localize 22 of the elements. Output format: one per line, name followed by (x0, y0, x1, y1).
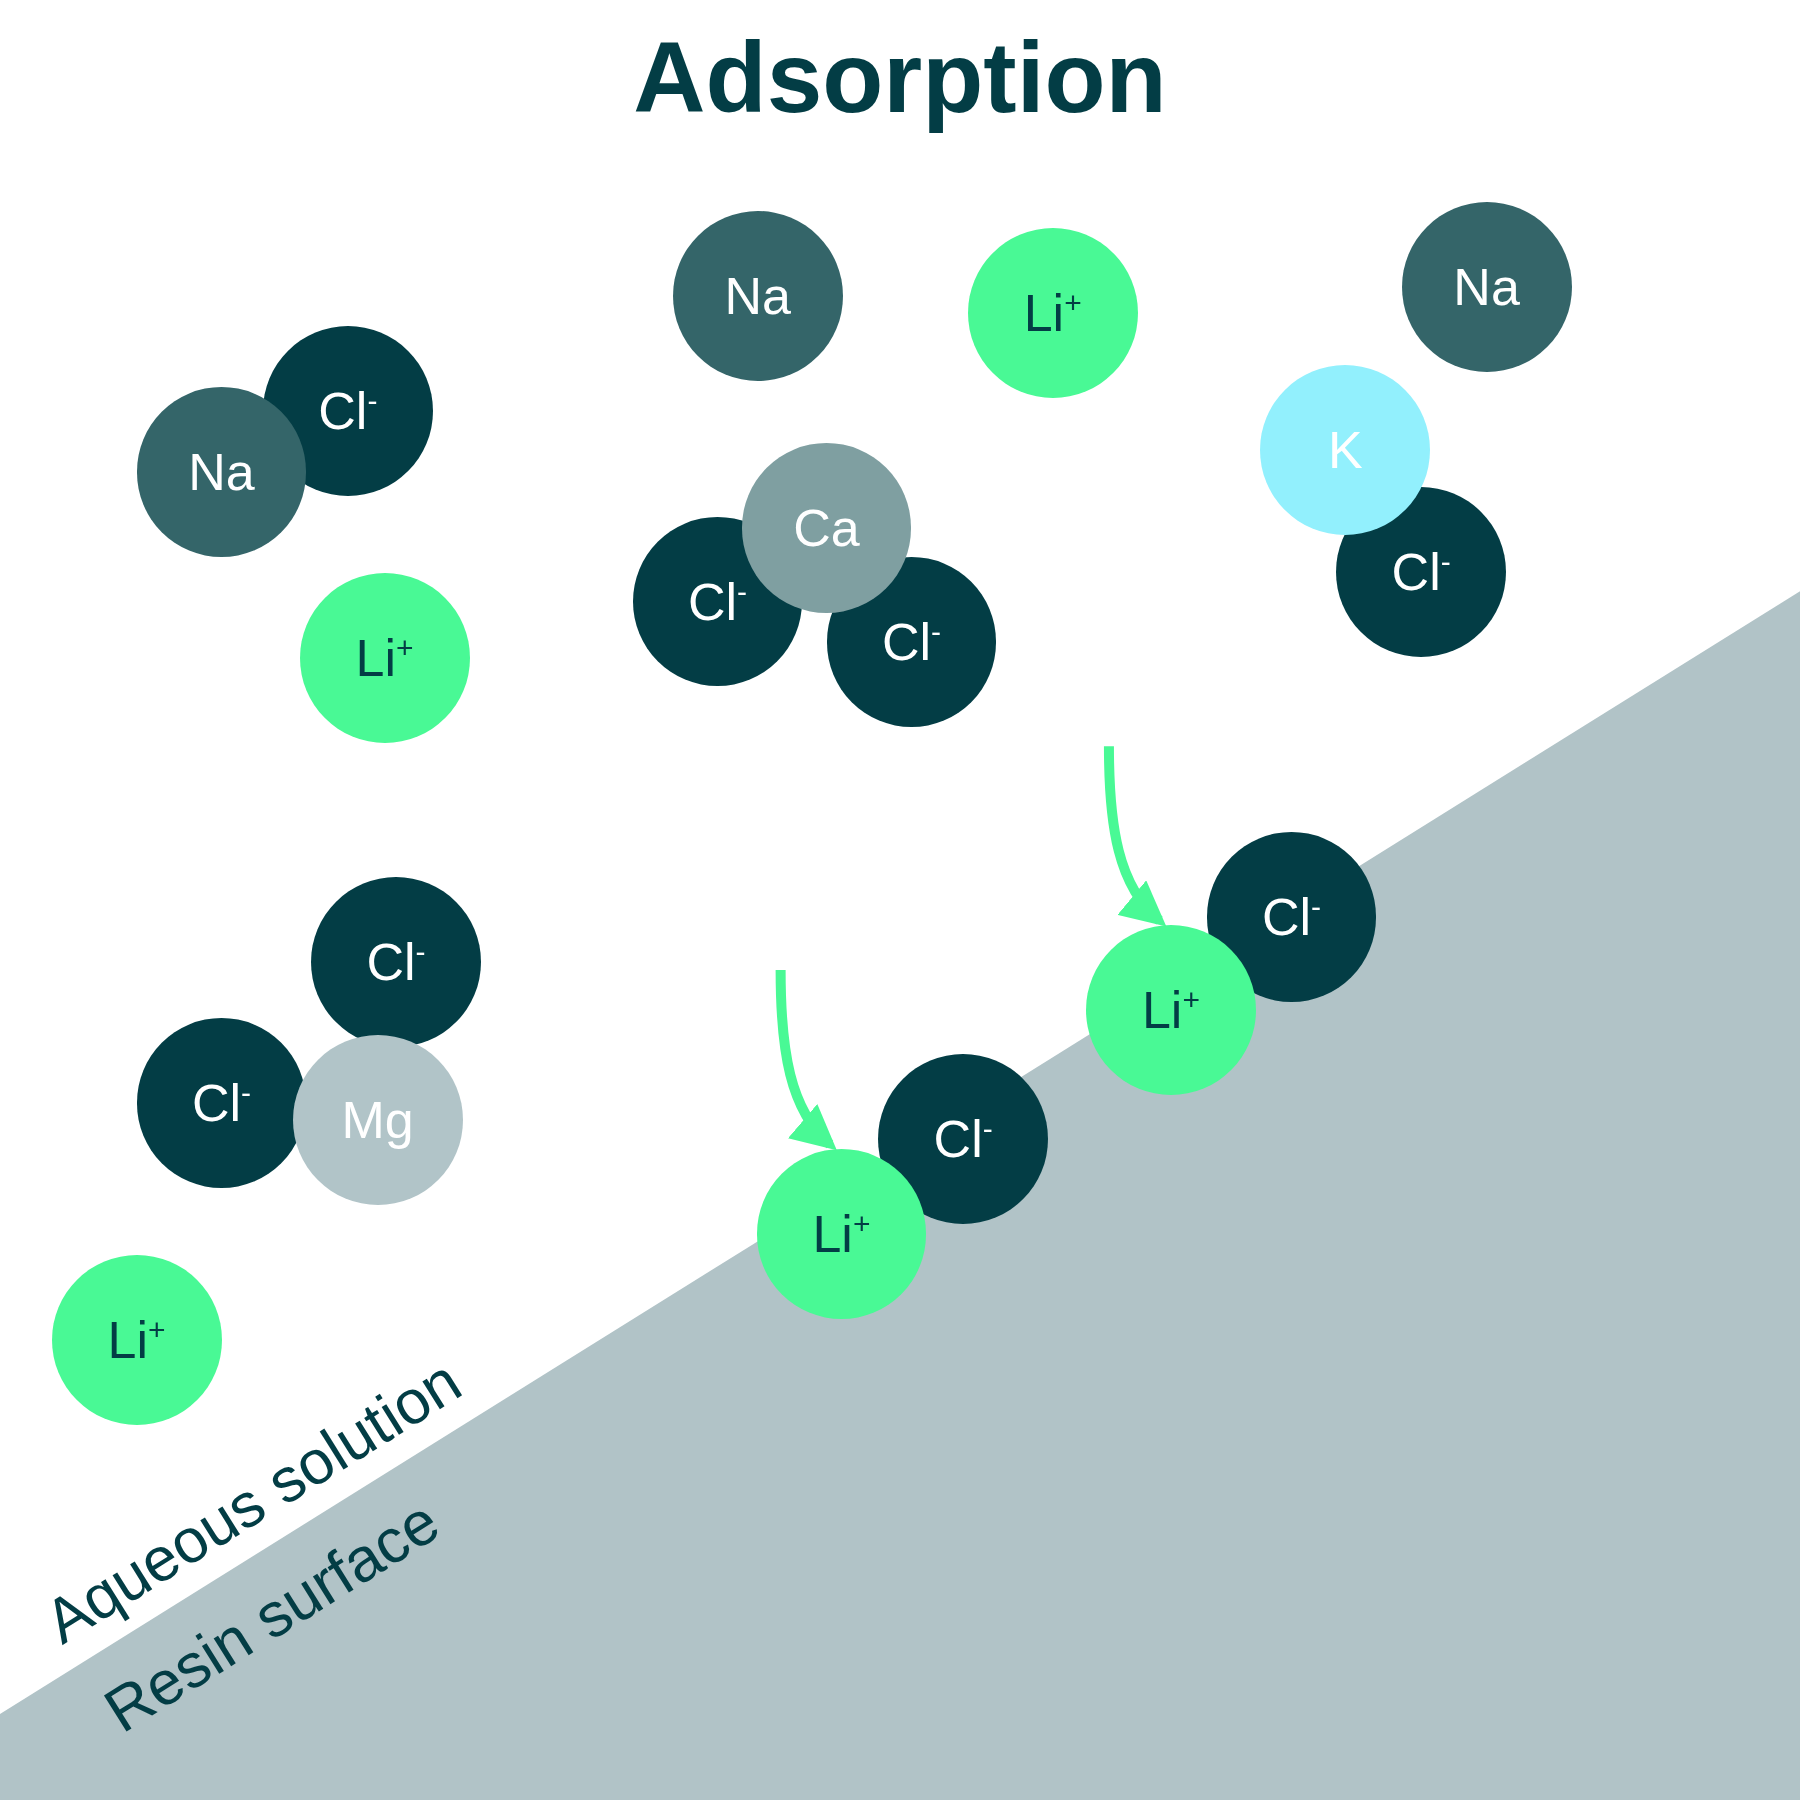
ion-symbol: Ca (793, 498, 860, 559)
ion-symbol: Na (188, 441, 255, 502)
ion-symbol: Li$^{+}$ (355, 627, 414, 688)
ion-symbol: K (1328, 420, 1363, 480)
ion-symbol: Cl$^{-}$ (881, 611, 941, 672)
ion-symbol: Cl$^{-}$ (687, 571, 747, 632)
ion-symbol: Cl$^{-}$ (1391, 541, 1451, 602)
ion-symbol: Cl$^{-}$ (366, 931, 426, 992)
ion-symbol: Na (1453, 256, 1520, 317)
ion-symbol: Li$^{+}$ (1023, 283, 1082, 344)
ion-symbol: Mg (341, 1090, 414, 1151)
title: Adsorption (632, 20, 1168, 135)
arrow (1103, 746, 1166, 927)
ion-symbol: Cl$^{-}$ (1261, 887, 1321, 948)
ion-symbol: Cl$^{-}$ (192, 1073, 252, 1134)
ion-symbol: Li$^{+}$ (107, 1309, 166, 1370)
ion-symbol: Cl$^{-}$ (933, 1108, 993, 1169)
arrow (775, 969, 837, 1151)
ion-symbol: Cl$^{-}$ (318, 380, 378, 441)
ion-symbol: Na (724, 266, 791, 327)
ion-symbol: Li$^{+}$ (812, 1204, 871, 1265)
ion-symbol: Li$^{+}$ (1141, 980, 1200, 1041)
